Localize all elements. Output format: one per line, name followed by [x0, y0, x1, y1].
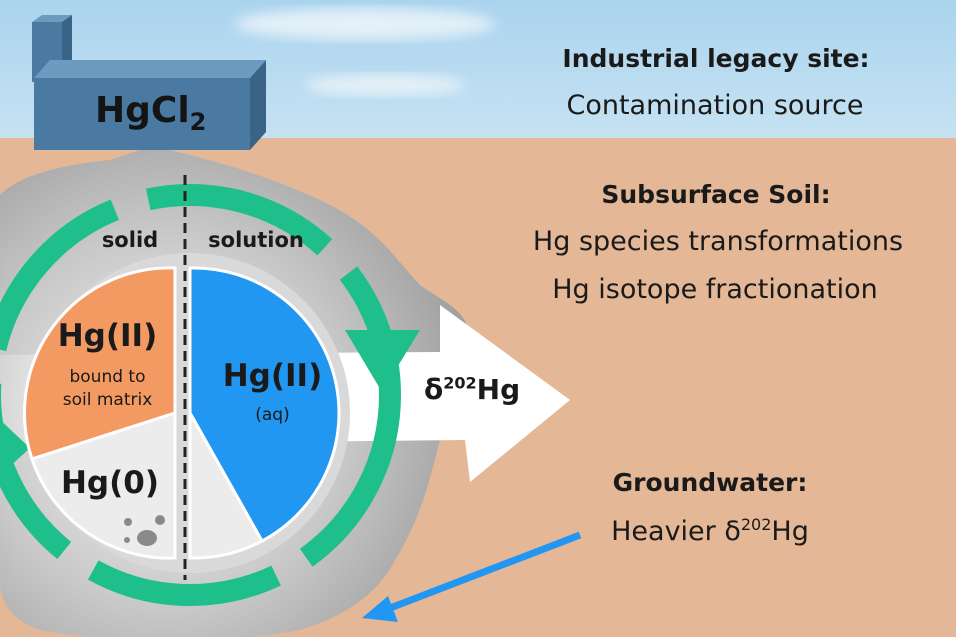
groundwater-line-prefix: Heavier δ — [611, 516, 741, 547]
subsurface-line-1: Hg species transformations — [532, 226, 904, 257]
legacy-line: Contamination source — [566, 90, 864, 121]
aqueous-title: Hg(II) — [222, 358, 323, 394]
elemental-title: Hg(0) — [60, 465, 160, 501]
isotope-suffix: Hg — [476, 373, 521, 406]
cycle-ring — [0, 184, 401, 606]
bound-line-2: soil matrix — [62, 390, 153, 410]
cycle-arrowhead — [345, 330, 420, 392]
aqueous-sub: (aq) — [255, 405, 290, 425]
factory-label-subscript: 2 — [189, 108, 207, 137]
solution-label: solution — [208, 228, 304, 252]
pie-aqueous-residual-slice — [188, 407, 265, 560]
groundwater-arrow — [383, 531, 582, 614]
solid-label: solid — [101, 228, 159, 252]
subsurface-heading: Subsurface Soil: — [601, 180, 831, 209]
cycle-arrowhead — [0, 419, 30, 476]
groundwater-arrowhead — [362, 596, 398, 622]
legacy-heading: Industrial legacy site: — [562, 44, 870, 73]
factory-label-main: HgCl — [95, 90, 190, 131]
isotope-prefix: δ — [424, 373, 444, 406]
bound-title: Hg(II) — [57, 318, 158, 354]
subsurface-line-2: Hg isotope fractionation — [552, 274, 878, 305]
factory-label: HgCl2 — [95, 90, 206, 136]
isotope-sup: 202 — [443, 373, 477, 393]
pie-bound-slice — [23, 266, 177, 461]
bound-line-1: bound to — [69, 367, 146, 387]
soil-particles-icon — [124, 515, 165, 546]
factory-building — [32, 15, 266, 150]
pie-aqueous-slice — [188, 266, 341, 544]
cloud — [235, 8, 495, 40]
groundwater-line-sup: 202 — [740, 515, 772, 534]
isotope-arrow-label: δ202Hg — [424, 373, 520, 406]
groundwater-line-suffix: Hg — [771, 516, 809, 547]
pie-elemental-slice — [30, 410, 177, 560]
cloud — [305, 74, 465, 96]
groundwater-heading: Groundwater: — [612, 468, 808, 497]
groundwater-line: Heavier δ202Hg — [585, 515, 835, 547]
